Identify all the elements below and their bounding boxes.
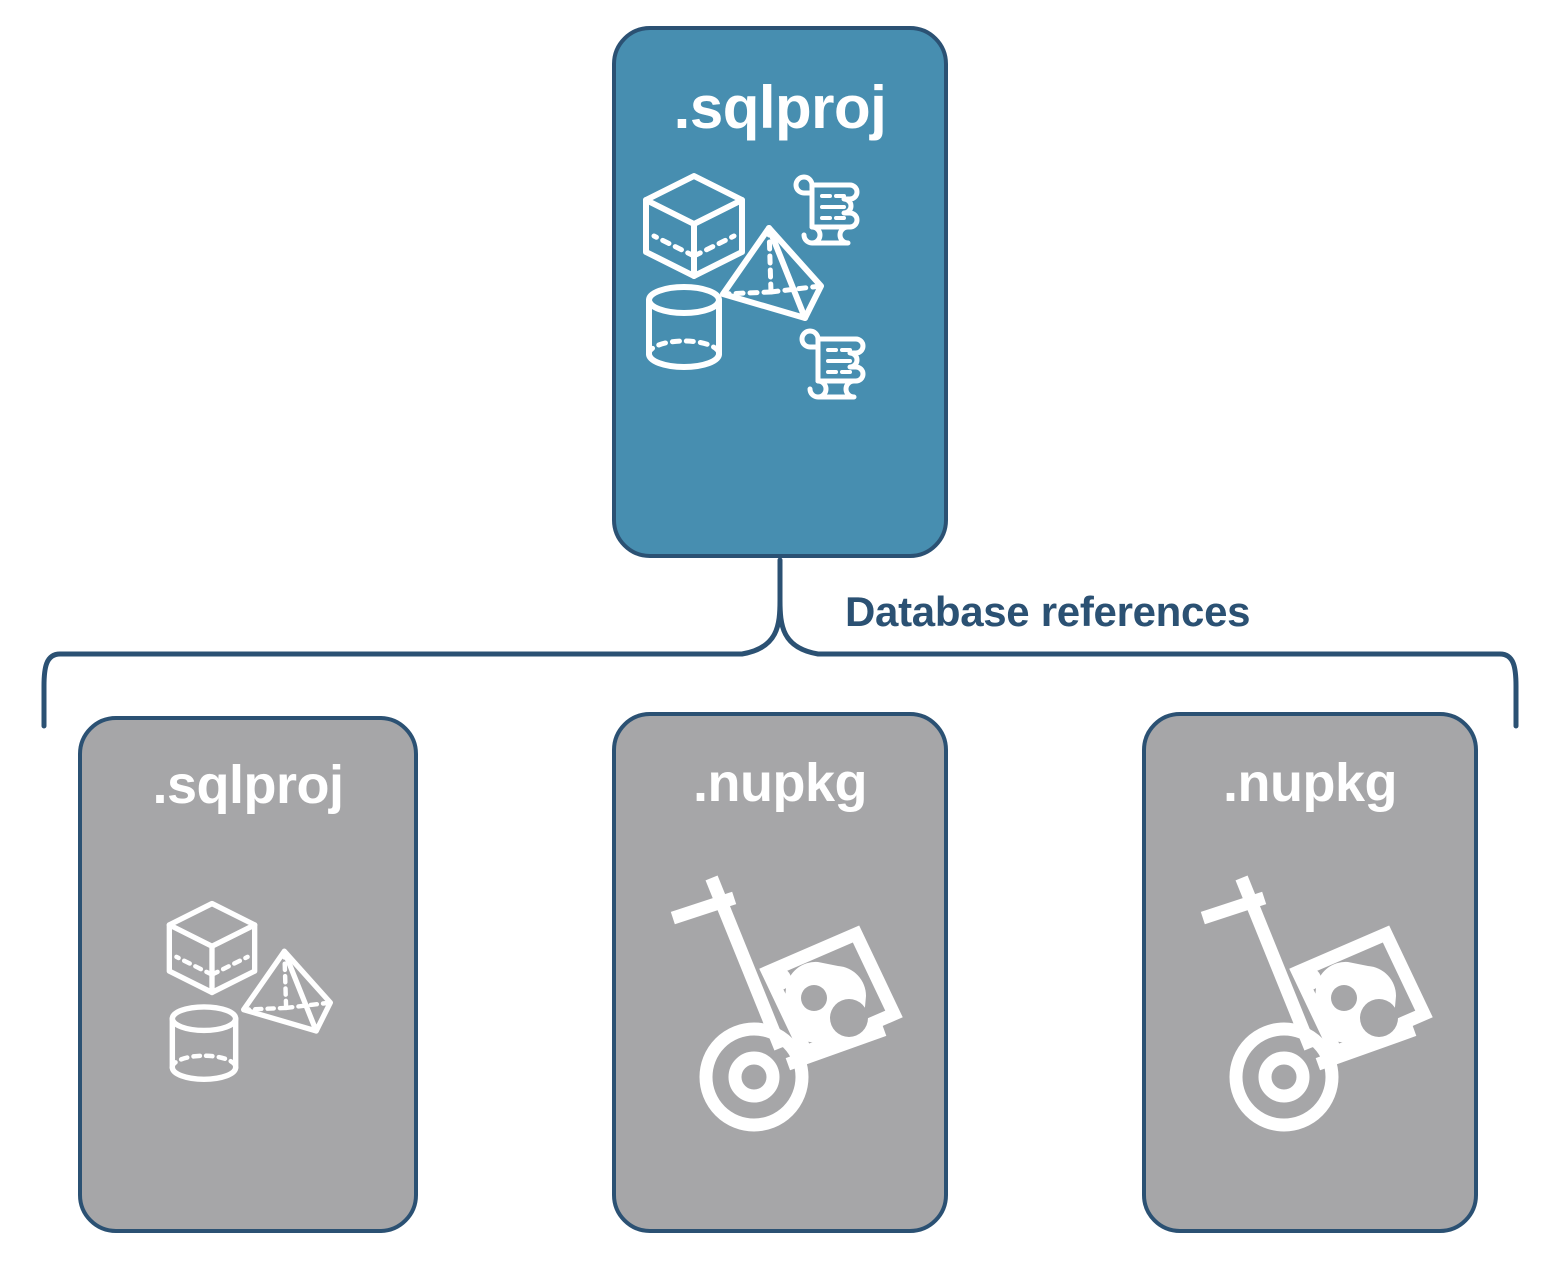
connector-label: Database references bbox=[845, 588, 1251, 635]
cylinder-icon bbox=[169, 1004, 239, 1082]
scroll-icon bbox=[799, 328, 866, 400]
node-label: .sqlproj bbox=[673, 74, 887, 141]
cube-icon bbox=[643, 173, 745, 279]
scroll-icon bbox=[793, 174, 860, 246]
child-icon-cluster bbox=[82, 812, 414, 1229]
node-label: .nupkg bbox=[693, 753, 867, 813]
root-icon-cluster bbox=[616, 138, 944, 554]
child-icon-cluster bbox=[1146, 810, 1474, 1229]
pyramid-icon bbox=[720, 225, 824, 321]
hand-truck-icon bbox=[670, 875, 903, 1132]
node-nupkg-reference-2[interactable]: .nupkg bbox=[1142, 712, 1478, 1233]
node-label: .sqlproj bbox=[152, 755, 344, 815]
child-icon-cluster bbox=[616, 810, 944, 1229]
node-nupkg-reference-1[interactable]: .nupkg bbox=[612, 712, 948, 1233]
pyramid-icon bbox=[241, 948, 333, 1034]
node-label: .nupkg bbox=[1223, 753, 1397, 813]
hand-truck-icon bbox=[1200, 875, 1433, 1132]
cube-icon bbox=[166, 900, 258, 996]
node-sqlproj-reference[interactable]: .sqlproj bbox=[78, 716, 418, 1233]
node-sqlproj-root[interactable]: .sqlproj bbox=[612, 26, 948, 558]
cylinder-icon bbox=[646, 284, 722, 370]
